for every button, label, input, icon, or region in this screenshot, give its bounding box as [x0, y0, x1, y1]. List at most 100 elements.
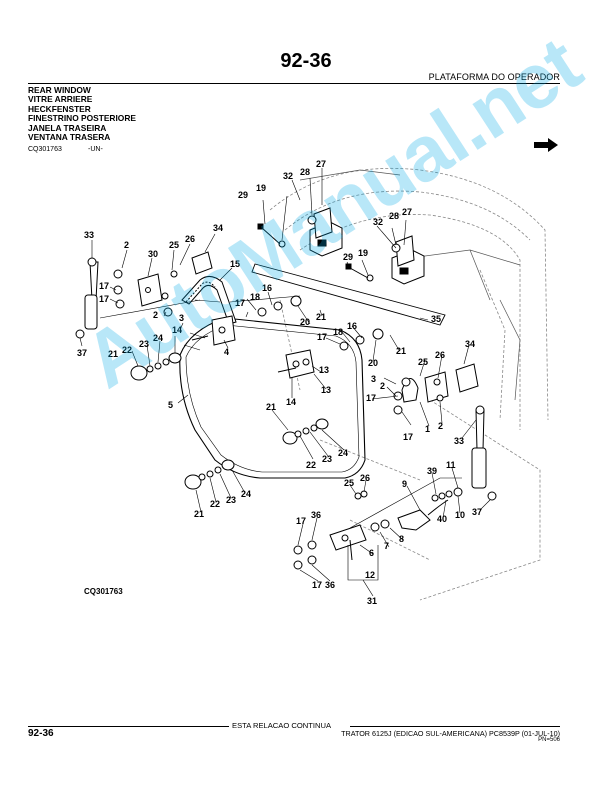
continued-notice: ESTA RELACAO CONTINUA	[232, 721, 332, 730]
callout: 18	[333, 327, 343, 337]
callout: 29	[343, 252, 353, 262]
callout: 21	[266, 402, 276, 412]
cover-left	[191, 251, 213, 275]
callout: 1	[425, 424, 430, 434]
callout: 36	[311, 510, 321, 520]
reference-code: CQ301763	[28, 146, 62, 153]
callout: 21	[396, 346, 406, 356]
callout: 14	[172, 325, 182, 335]
callout: 22	[122, 345, 132, 355]
callout: 23	[139, 339, 149, 349]
strut-bracket-left	[137, 273, 163, 307]
callout: 28	[389, 211, 399, 221]
callout: 21	[316, 312, 326, 322]
callout: 17	[99, 294, 109, 304]
callout: 13	[319, 365, 329, 375]
callout: 20	[300, 317, 310, 327]
callout: 3	[371, 374, 376, 384]
callout: 15	[230, 259, 240, 269]
callout: 12	[365, 570, 375, 580]
callout: 16	[347, 321, 357, 331]
callout: 17	[235, 298, 245, 308]
title-line: VITRE ARRIERE	[28, 94, 93, 105]
latch-bracket	[285, 349, 315, 379]
callout-labels: 27 28 32 19 29 34 26 25 30 2 33 17 17 15…	[77, 159, 482, 606]
callout: 23	[226, 495, 236, 505]
handles	[168, 352, 329, 471]
knobs	[130, 365, 298, 490]
callout: 19	[256, 183, 266, 193]
callout: 4	[224, 347, 229, 357]
callout: 37	[472, 507, 482, 517]
callout: 17	[312, 580, 322, 590]
gas-strut-right	[471, 405, 497, 501]
title-block: REAR WINDOW VITRE ARRIERE HECKFENSTER FI…	[28, 85, 136, 143]
callout: 39	[427, 466, 437, 476]
arrow-right-icon[interactable]	[534, 138, 558, 152]
callout: 33	[84, 230, 94, 240]
callout: 27	[402, 207, 412, 217]
hinge-bracket	[211, 315, 236, 346]
callout: 3	[179, 313, 184, 323]
callout: 34	[213, 223, 223, 233]
callout: 35	[431, 314, 441, 324]
callout: 34	[465, 339, 475, 349]
upper-hinge-left	[309, 207, 343, 257]
callout: 26	[360, 473, 370, 483]
callout: 9	[402, 479, 407, 489]
reference-suffix: -UN-	[88, 146, 103, 153]
callout: 40	[437, 514, 447, 524]
callout: 2	[124, 240, 129, 250]
callout: 24	[241, 489, 251, 499]
title-line: HECKFENSTER	[28, 103, 91, 114]
upper-hinge-right	[391, 235, 425, 285]
callout: 22	[306, 460, 316, 470]
callout: 17	[403, 432, 413, 442]
callout: 2	[380, 381, 385, 391]
footer-text: TRATOR 6125J (EDICAO SUL-AMERICANA) PC85…	[341, 729, 560, 738]
page-number-bottom: 92-36	[28, 728, 54, 739]
callout: 17	[366, 393, 376, 403]
callout: 33	[454, 436, 464, 446]
page-serial: PN=506	[538, 737, 560, 743]
callout: 25	[418, 357, 428, 367]
latch-handle	[329, 499, 449, 551]
callout: 13	[321, 385, 331, 395]
callout: 11	[446, 460, 456, 470]
callout: 10	[455, 510, 465, 520]
callout: 7	[384, 541, 389, 551]
title-line: REAR WINDOW	[28, 85, 91, 95]
callout: 17	[317, 332, 327, 342]
continued-rule-left	[28, 726, 229, 727]
header-rule	[28, 83, 560, 84]
callout: 2	[438, 421, 443, 431]
callout: 26	[185, 234, 195, 244]
callout: 5	[168, 400, 173, 410]
section-title: PLATAFORMA DO OPERADOR	[428, 72, 560, 82]
leader-lines	[79, 168, 491, 597]
diagram-code: CQ301763	[84, 587, 123, 596]
callout: 22	[210, 499, 220, 509]
callout: 23	[322, 454, 332, 464]
callout: 24	[153, 333, 163, 343]
continued-rule-right	[350, 726, 560, 727]
callout: 26	[435, 350, 445, 360]
callout: 37	[77, 348, 87, 358]
title-line: VENTANA TRASERA	[28, 132, 111, 143]
callout: 29	[238, 190, 248, 200]
title-line: FINESTRINO POSTERIORE	[28, 113, 136, 124]
page-number-top: 92-36	[280, 50, 332, 72]
callout: 16	[262, 283, 272, 293]
cover-right	[455, 363, 479, 393]
callout: 28	[300, 167, 310, 177]
callout: 27	[316, 159, 326, 169]
title-line: JANELA TRASEIRA	[28, 122, 107, 133]
callout: 30	[148, 249, 158, 259]
seal-strip	[251, 263, 446, 326]
callout: 32	[373, 217, 383, 227]
callout: 25	[344, 478, 354, 488]
callout: 14	[286, 397, 296, 407]
callout: 20	[368, 358, 378, 368]
screws	[191, 223, 369, 561]
